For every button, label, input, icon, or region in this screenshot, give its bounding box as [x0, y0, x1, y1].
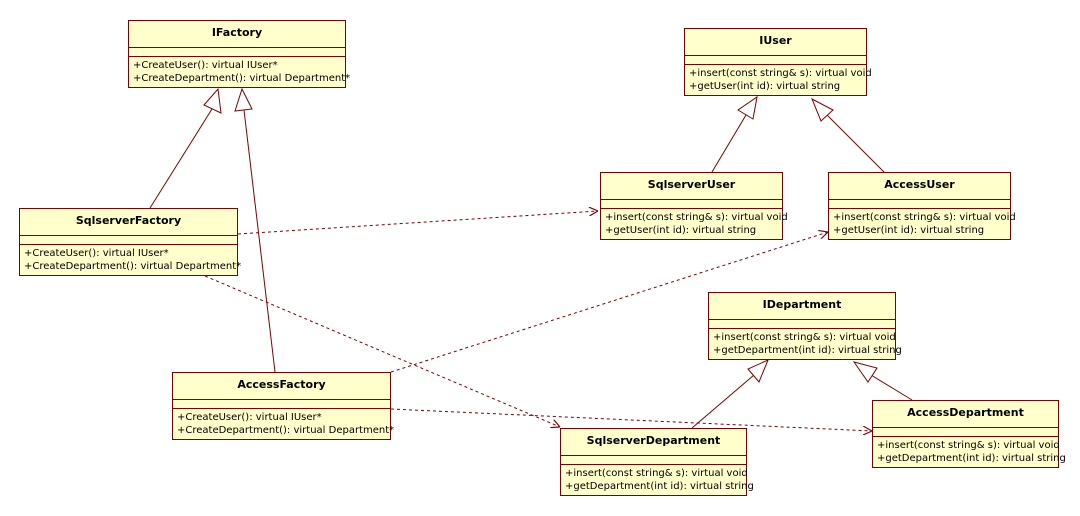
class-name: IDepartment: [709, 293, 895, 320]
class-iuser[interactable]: IUser +insert(const string& s): virtual …: [684, 28, 872, 96]
operation: +CreateDepartment(): virtual Department*: [24, 261, 242, 272]
operations-compartment: +insert(const string& s): virtual void +…: [561, 465, 754, 496]
operations-compartment: +insert(const string& s): virtual void +…: [829, 209, 1016, 240]
operations-compartment: +CreateUser(): virtual IUser* +CreateDep…: [129, 57, 351, 88]
attributes-compartment: [873, 428, 1058, 437]
operation: +insert(const string& s): virtual void: [877, 440, 1060, 451]
class-sqlserver-department[interactable]: SqlserverDepartment +insert(const string…: [560, 428, 754, 496]
generalization-sqlserveruser-to-iuser: [711, 95, 758, 173]
class-name: SqlserverDepartment: [561, 429, 746, 456]
class-access-factory[interactable]: AccessFactory +CreateUser(): virtual IUs…: [172, 372, 395, 440]
operation: +CreateUser(): virtual IUser*: [133, 60, 278, 71]
generalization-sqlserverdepartment-to-idepartment: [691, 359, 769, 429]
class-name: SqlserverFactory: [20, 209, 237, 236]
attributes-compartment: [829, 200, 1010, 209]
operation: +CreateUser(): virtual IUser*: [177, 412, 322, 423]
operation: +CreateUser(): virtual IUser*: [24, 248, 169, 259]
attributes-compartment: [709, 320, 895, 329]
operation: +getUser(int id): virtual string: [833, 225, 985, 236]
class-access-department[interactable]: AccessDepartment +insert(const string& s…: [872, 400, 1066, 468]
operation: +insert(const string& s): virtual void: [833, 212, 1016, 223]
dependency-sqlserverfactory-to-sqlserverdepartment: [204, 275, 560, 427]
operation: +CreateDepartment(): virtual Department*: [133, 73, 351, 84]
dependency-sqlserverfactory-to-sqlserveruser: [237, 211, 598, 235]
operation: +insert(const string& s): virtual void: [689, 68, 872, 79]
generalization-sqlserverfactory-to-ifactory: [149, 87, 222, 209]
class-name: SqlserverUser: [601, 173, 782, 200]
operations-compartment: +insert(const string& s): virtual void +…: [873, 437, 1066, 468]
class-name: IUser: [685, 29, 866, 56]
attributes-compartment: [20, 236, 237, 245]
operation: +CreateDepartment(): virtual Department*: [177, 425, 395, 436]
class-name: AccessDepartment: [873, 401, 1058, 428]
operation: +getDepartment(int id): virtual string: [713, 345, 902, 356]
class-ifactory[interactable]: IFactory +CreateUser(): virtual IUser* +…: [128, 20, 351, 88]
operations-compartment: +CreateUser(): virtual IUser* +CreateDep…: [173, 409, 395, 440]
class-idepartment[interactable]: IDepartment +insert(const string& s): vi…: [708, 292, 902, 360]
generalization-accessfactory-to-ifactory: [234, 87, 276, 373]
generalization-accessdepartment-to-idepartment: [852, 361, 913, 401]
dependency-accessfactory-to-accessdepartment: [390, 408, 872, 431]
attributes-compartment: [173, 400, 390, 409]
operation: +insert(const string& s): virtual void: [605, 212, 788, 223]
operations-compartment: +insert(const string& s): virtual void +…: [709, 329, 902, 360]
operation: +insert(const string& s): virtual void: [565, 468, 748, 479]
operations-compartment: +insert(const string& s): virtual void +…: [601, 209, 788, 240]
dependency-accessfactory-to-accessuser: [390, 232, 828, 373]
operation: +getUser(int id): virtual string: [689, 81, 841, 92]
attributes-compartment: [685, 56, 866, 65]
attributes-compartment: [129, 48, 345, 57]
operation: +getDepartment(int id): virtual string: [877, 453, 1066, 464]
operation: +insert(const string& s): virtual void: [713, 332, 896, 343]
class-name: AccessUser: [829, 173, 1010, 200]
operation: +getDepartment(int id): virtual string: [565, 481, 754, 492]
class-name: AccessFactory: [173, 373, 390, 400]
generalization-accessuser-to-iuser: [811, 97, 885, 173]
class-sqlserver-user[interactable]: SqlserverUser +insert(const string& s): …: [600, 172, 788, 240]
class-sqlserver-factory[interactable]: SqlserverFactory +CreateUser(): virtual …: [19, 208, 242, 276]
attributes-compartment: [561, 456, 746, 465]
attributes-compartment: [601, 200, 782, 209]
class-name: IFactory: [129, 21, 345, 48]
operations-compartment: +insert(const string& s): virtual void +…: [685, 65, 872, 96]
operations-compartment: +CreateUser(): virtual IUser* +CreateDep…: [20, 245, 242, 276]
class-access-user[interactable]: AccessUser +insert(const string& s): vir…: [828, 172, 1016, 240]
operation: +getUser(int id): virtual string: [605, 225, 757, 236]
